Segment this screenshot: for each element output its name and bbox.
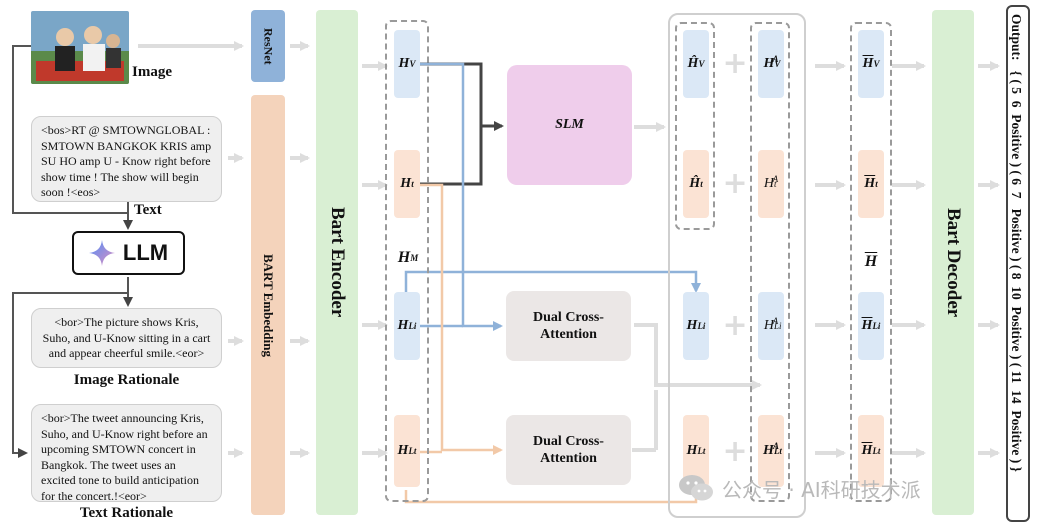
output-text: Output: { ( 5 6 Positive ) ( 6 7 Positiv…	[1009, 14, 1024, 472]
watermark-text: 公众号 · AI科研技术派	[722, 477, 921, 502]
slm-connectors	[420, 62, 504, 186]
text-input-box: <bos>RT @ SMTOWNGLOBAL : SMTOWN BANGKOK …	[31, 116, 222, 202]
text-rationale-box: <bor>The tweet announcing Kris, Suho, an…	[31, 404, 222, 503]
bart-encoder-label: Bart Encoder	[327, 207, 348, 318]
gray-arrows	[138, 41, 1000, 458]
encoder-hidden-column	[385, 20, 429, 502]
image-rationale-label: Image Rationale	[73, 372, 180, 388]
resnet-label: ResNet	[261, 27, 276, 65]
slm-output-column	[675, 22, 715, 230]
plus-icon: +	[722, 45, 748, 81]
bart-encoder-block: Bart Encoder	[316, 10, 358, 515]
llm-block: LLM	[72, 231, 185, 275]
dual-cross-attention-2: Dual Cross- Attention	[506, 415, 631, 485]
image-rationale-box: <bor>The picture shows Kris, Suho, and U…	[31, 308, 222, 368]
attention-output-column	[750, 22, 790, 502]
bart-decoder-label: Bart Decoder	[943, 207, 964, 318]
resnet-block: ResNet	[251, 10, 285, 82]
plus-icon: +	[722, 165, 748, 201]
dual-cross-attention-1: Dual Cross- Attention	[506, 291, 631, 361]
text-rationale-label: Text Rationale	[79, 505, 174, 521]
hbar-column	[850, 22, 892, 502]
image-label: Image	[132, 64, 172, 80]
sparkle-icon	[88, 240, 115, 266]
fusion-group	[668, 13, 806, 518]
bart-embedding-label: BART Embedding	[261, 253, 276, 357]
slm-block: SLM	[507, 65, 632, 185]
watermark: 公众号 · AI科研技术派	[678, 473, 921, 503]
photo-illustration	[31, 11, 129, 84]
output-box: Output: { ( 5 6 Positive ) ( 6 7 Positiv…	[1006, 5, 1030, 522]
text-label: Text	[134, 202, 162, 218]
slm-label: SLM	[555, 117, 584, 132]
wechat-icon	[679, 475, 713, 501]
bart-decoder-block: Bart Decoder	[932, 10, 974, 515]
dark-connectors	[12, 45, 133, 458]
input-image	[31, 11, 129, 84]
bart-embedding-block: BART Embedding	[251, 95, 285, 515]
h-bar-label: H	[864, 253, 878, 270]
plus-icon: +	[722, 433, 748, 469]
llm-label: LLM	[122, 240, 169, 265]
plus-icon: +	[722, 307, 748, 343]
